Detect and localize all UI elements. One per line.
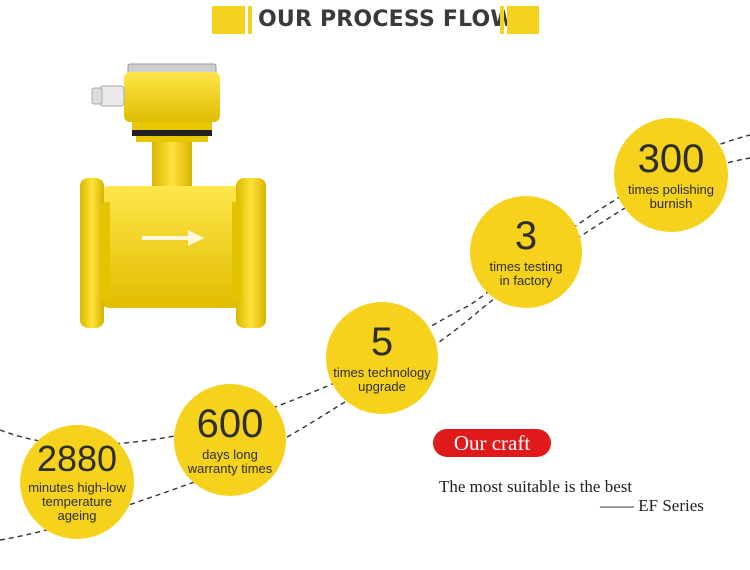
header-decor-right-wide xyxy=(507,6,539,34)
stat-label: times technology upgrade xyxy=(333,366,431,394)
stat-number: 5 xyxy=(370,320,394,364)
stat-bubble-testing: 3 times testing in factory xyxy=(470,196,582,308)
section-header: OUR PROCESS FLOW xyxy=(0,4,750,36)
stat-label-line: temperature xyxy=(41,494,113,509)
stat-label: days long warranty times xyxy=(188,448,273,476)
our-craft-badge: Our craft xyxy=(433,429,551,457)
stat-label: times testing in factory xyxy=(490,260,563,288)
stat-label-line: days long xyxy=(202,447,258,462)
stat-bubble-polishing: 300 times polishing burnish xyxy=(614,118,728,232)
stat-bubble-warranty: 600 days long warranty times xyxy=(174,384,286,496)
series-name: —— EF Series xyxy=(600,496,704,515)
stat-label-line: ageing xyxy=(57,508,97,523)
stat-number: 2880 xyxy=(36,438,118,479)
stat-number: 300 xyxy=(637,137,705,181)
stat-label-line: minutes high-low xyxy=(28,480,126,495)
stat-label-line: times testing xyxy=(489,259,563,274)
page-title: OUR PROCESS FLOW xyxy=(258,7,515,32)
craft-motto: The most suitable is the best xyxy=(439,477,633,496)
stat-bubble-ageing: 2880 minutes high-low temperature ageing xyxy=(20,425,134,539)
stat-label-line: warranty times xyxy=(187,461,273,476)
stat-label-line: times technology xyxy=(333,365,431,380)
stat-label: times polishing burnish xyxy=(628,183,714,211)
stat-label-line: burnish xyxy=(649,196,693,211)
stat-label-line: in factory xyxy=(499,273,553,288)
stat-label-line: upgrade xyxy=(358,379,406,394)
header-decor-left-wide xyxy=(212,6,245,34)
stat-bubble-technology: 5 times technology upgrade xyxy=(326,302,438,414)
stat-number: 600 xyxy=(196,402,264,446)
stat-label-line: times polishing xyxy=(628,182,714,197)
header-decor-right-thin xyxy=(500,6,504,34)
header-decor-left-thin xyxy=(248,6,252,34)
stat-number: 3 xyxy=(514,214,538,258)
stat-label: minutes high-low temperature ageing xyxy=(28,481,126,523)
